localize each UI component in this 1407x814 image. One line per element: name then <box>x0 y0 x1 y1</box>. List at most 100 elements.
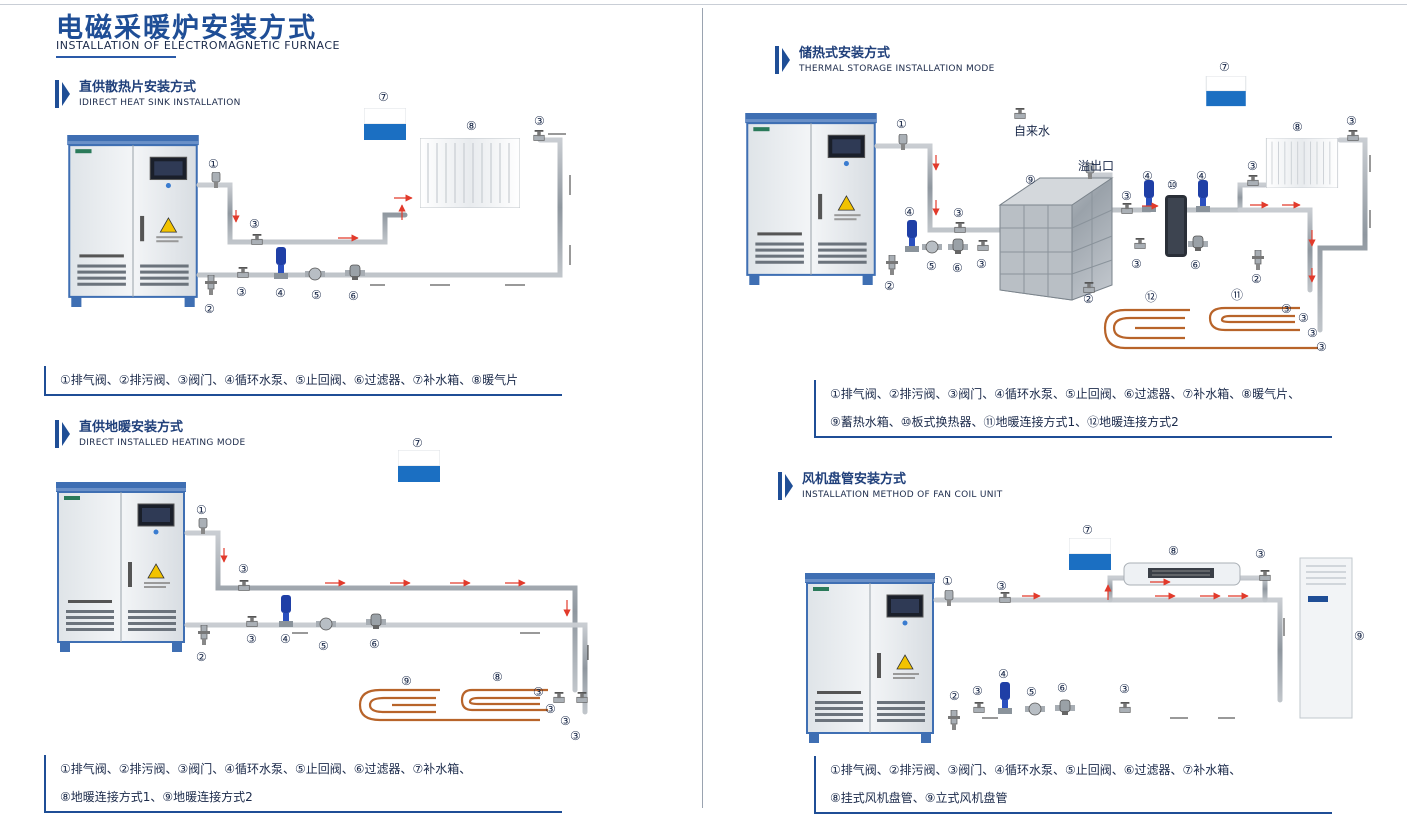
water-tank-icon <box>364 108 406 141</box>
furnace-unit <box>745 113 877 285</box>
check-valve-icon <box>316 617 336 631</box>
legend-thermal-storage: ①排气阀、②排污阀、③阀门、④循环水泵、⑤止回阀、⑥过滤器、⑦补水箱、⑧暖气片、… <box>814 380 1332 438</box>
marker-3: ③ <box>976 257 987 271</box>
flow-arrow-icon <box>932 155 1316 283</box>
marker-3: ③ <box>1298 311 1309 325</box>
marker-3: ③ <box>972 684 983 698</box>
section-subtitle: THERMAL STORAGE INSTALLATION MODE <box>799 64 995 74</box>
marker-3: ③ <box>953 206 964 220</box>
pump-icon <box>905 220 919 252</box>
column-divider <box>702 8 703 808</box>
section-heading-fan-coil: 风机盘管安装方式 INSTALLATION METHOD OF FAN COIL… <box>778 472 1003 502</box>
furnace-unit <box>55 482 187 652</box>
pump-icon <box>1142 180 1156 212</box>
diagram-fan-coil: ① ③ ⑦ ⑧ ③ ⑨ ② ③ ④ ⑤ ⑥ ③ <box>804 523 1365 743</box>
diagram-direct-floor-heating: ① ③ ③ ② ④ ⑤ ⑥ ⑦ ⑨ ⑧ ③ ③ ③ ③ <box>55 436 593 743</box>
furnace-unit <box>804 573 936 743</box>
flow-arrow-icon <box>232 194 413 242</box>
overflow-outlet-label: 溢出口 <box>1078 159 1114 173</box>
pipe-network <box>196 135 563 278</box>
page-title: 电磁采暖炉安装方式 <box>56 13 317 44</box>
legend-line: ①排气阀、②排污阀、③阀门、④循环水泵、⑤止回阀、⑥过滤器、⑦补水箱、⑧暖气片 <box>60 373 519 387</box>
valve-icon <box>1083 282 1095 293</box>
marker-4: ④ <box>275 286 286 300</box>
marker-2: ② <box>1083 292 1094 306</box>
marker-7: ⑦ <box>378 90 389 104</box>
floor-coil-icon <box>358 688 548 722</box>
marker-3: ③ <box>236 285 247 299</box>
marker-3: ③ <box>1119 682 1130 696</box>
legend-line: ①排气阀、②排污阀、③阀门、④循环水泵、⑤止回阀、⑥过滤器、⑦补水箱、 <box>60 762 472 776</box>
check-valve-icon <box>1025 702 1045 716</box>
marker-8: ⑧ <box>1168 544 1179 558</box>
marker-3: ③ <box>533 685 544 699</box>
drain-valve-icon <box>886 255 898 275</box>
marker-5: ⑤ <box>318 639 329 653</box>
section-marker-icon <box>775 46 790 74</box>
marker-3: ③ <box>570 729 581 743</box>
marker-5: ⑤ <box>311 288 322 302</box>
check-valve-icon <box>922 240 942 254</box>
filter-icon <box>345 264 365 280</box>
pump-icon <box>998 682 1012 714</box>
pipe-network <box>933 567 1303 713</box>
marker-2: ② <box>884 279 895 293</box>
marker-1: ① <box>208 157 219 171</box>
marker-4: ④ <box>1142 169 1153 183</box>
valve-icon <box>999 592 1011 603</box>
storage-tank-icon <box>998 177 1114 301</box>
valve-icon <box>1247 175 1259 186</box>
filter-icon <box>948 238 968 254</box>
marker-5: ⑤ <box>926 259 937 273</box>
valve-icon <box>237 267 249 278</box>
marker-3: ③ <box>1247 159 1258 173</box>
flow-arrow-icon <box>1022 578 1249 600</box>
radiator-icon <box>420 138 520 208</box>
marker-3: ③ <box>1131 257 1142 271</box>
valve-icon <box>973 702 985 713</box>
section-subtitle: INSTALLATION METHOD OF FAN COIL UNIT <box>802 490 1003 500</box>
marker-4: ④ <box>280 632 291 646</box>
marker-3: ③ <box>560 714 571 728</box>
marker-3: ③ <box>1307 326 1318 340</box>
marker-3: ③ <box>545 702 556 716</box>
valve-icon <box>977 240 989 251</box>
radiator-icon <box>1265 138 1339 188</box>
marker-6: ⑥ <box>369 637 380 651</box>
section-title: 风机盘管安装方式 <box>802 472 907 487</box>
section-title: 直供地暖安装方式 <box>79 420 184 435</box>
legend-line: ⑨蓄热水箱、⑩板式换热器、⑪地暖连接方式1、⑫地暖连接方式2 <box>830 415 1179 429</box>
filter-icon <box>1188 235 1208 251</box>
check-valve-icon <box>305 267 325 281</box>
valve-icon <box>1121 203 1133 214</box>
section-marker-icon <box>55 80 70 108</box>
tap-water-label: 自来水 <box>1014 124 1050 138</box>
marker-2: ② <box>196 650 207 664</box>
diagram-direct-heat-sink: ① ③ ③ ② ④ ⑤ ⑥ ⑦ ⑧ ③ <box>67 90 571 316</box>
marker-5: ⑤ <box>1026 685 1037 699</box>
valve-icon <box>1119 702 1131 713</box>
tap-water-valve-icon <box>1014 108 1026 119</box>
return-flow-arrows <box>292 632 589 660</box>
marker-8: ⑧ <box>492 670 503 684</box>
return-flow-arrows <box>370 133 571 286</box>
drain-valve-icon <box>948 710 960 730</box>
marker-12: ⑫ <box>1145 290 1157 304</box>
valve-icon <box>1259 570 1271 581</box>
marker-9: ⑨ <box>1354 629 1365 643</box>
marker-3: ③ <box>249 217 260 231</box>
water-tank-icon <box>1069 538 1111 571</box>
valve-icon <box>1134 238 1146 249</box>
marker-4: ④ <box>904 205 915 219</box>
valve-icon <box>533 130 545 141</box>
marker-2: ② <box>949 689 960 703</box>
marker-9: ⑨ <box>401 674 412 688</box>
legend-direct-heat-sink: ①排气阀、②排污阀、③阀门、④循环水泵、⑤止回阀、⑥过滤器、⑦补水箱、⑧暖气片 <box>44 366 562 396</box>
marker-6: ⑥ <box>348 289 359 303</box>
furnace-unit <box>67 135 199 307</box>
legend-direct-floor-heating: ①排气阀、②排污阀、③阀门、④循环水泵、⑤止回阀、⑥过滤器、⑦补水箱、 ⑧地暖连… <box>44 755 562 813</box>
diagram-thermal-storage: 自来水 溢出口 ① ③ ④ ⑤ ⑥ ③ ② ⑨ ② ③ ④ ⑩ ④ ③ ⑥ ⑦ … <box>745 60 1371 354</box>
marker-7: ⑦ <box>1219 60 1230 74</box>
drain-valve-icon <box>205 275 217 295</box>
air-vent-icon <box>944 590 954 606</box>
